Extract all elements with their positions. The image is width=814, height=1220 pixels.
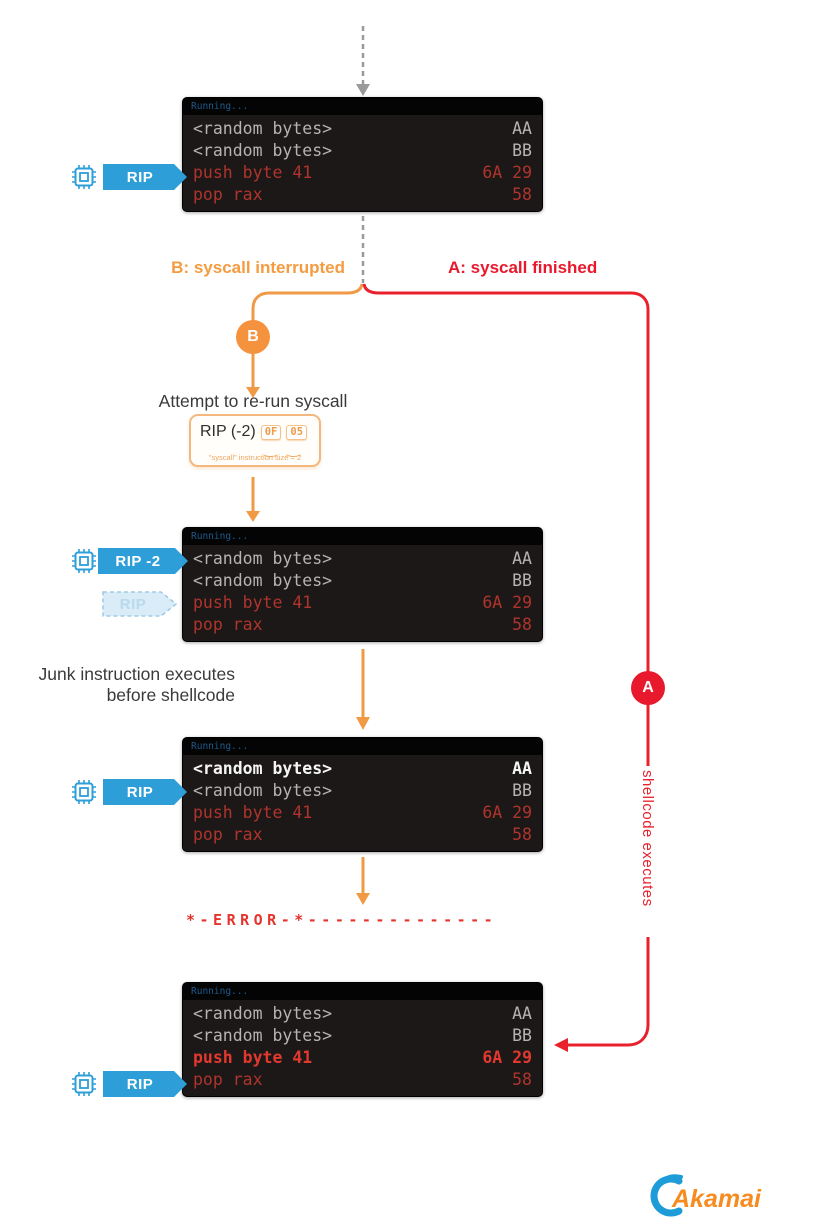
code-line: <random bytes>BB xyxy=(193,141,532,160)
cpu-icon xyxy=(72,549,96,573)
code-line: <random bytes>AA xyxy=(193,119,532,138)
cpu-icon xyxy=(72,780,96,804)
rip-box-caption: "syscall" instruction size = 2 xyxy=(208,453,302,462)
badge-b: B xyxy=(236,320,270,354)
logo-wave xyxy=(659,1174,683,1186)
byte-underline-arc xyxy=(261,447,280,457)
akamai-logo: Akamai xyxy=(650,1174,762,1217)
syscall-byte-05: 05 xyxy=(286,424,308,440)
terminal-1-titlebar: Running... xyxy=(183,98,542,115)
shellcode-executes-label: shellcode executes xyxy=(639,770,656,907)
terminal-4: Running... <random bytes>AA <random byte… xyxy=(182,982,543,1097)
rip-box-label: RIP (-2) xyxy=(200,423,256,440)
rip-ghost-tag: RIP xyxy=(102,591,178,617)
code-line: <random bytes>AA xyxy=(193,759,532,778)
terminal-3-body: <random bytes>AA <random bytes>BB push b… xyxy=(183,755,542,846)
terminal-1: Running... <random bytes>AA <random byte… xyxy=(182,97,543,212)
terminal-2: Running... <random bytes>AA <random byte… xyxy=(182,527,543,642)
code-line: <random bytes>AA xyxy=(193,549,532,568)
cpu-icon xyxy=(72,165,96,189)
terminal-2-titlebar: Running... xyxy=(183,528,542,545)
code-line: <random bytes>BB xyxy=(193,571,532,590)
code-line: <random bytes>BB xyxy=(193,1026,532,1045)
rip-minus-2-tag: RIP -2 xyxy=(98,548,188,574)
terminal-4-titlebar: Running... xyxy=(183,983,542,1000)
code-line: <random bytes>AA xyxy=(193,1004,532,1023)
terminal-1-body: <random bytes>AA <random bytes>BB push b… xyxy=(183,115,542,206)
terminal-3: Running... <random bytes>AA <random byte… xyxy=(182,737,543,852)
code-line: <random bytes>BB xyxy=(193,781,532,800)
rip-tag-3: RIP xyxy=(103,779,187,805)
syscall-byte-0f: 0F xyxy=(260,424,282,440)
error-label: *-ERROR-*-------------- xyxy=(186,911,498,929)
branch-a-label: A: syscall finished xyxy=(448,258,598,277)
logo-text: Akamai xyxy=(671,1185,762,1213)
branch-a-path xyxy=(362,283,650,1052)
attempt-rerun-label: Attempt to re-run syscall xyxy=(158,391,348,411)
badge-a: A xyxy=(631,671,665,705)
rip-tag-1: RIP xyxy=(103,164,187,190)
byte-underline-arc xyxy=(284,447,303,457)
junk-instruction-label: Junk instruction executes before shellco… xyxy=(38,664,236,705)
terminal-2-body: <random bytes>AA <random bytes>BB push b… xyxy=(183,545,542,636)
terminal-4-body: <random bytes>AA <random bytes>BB push b… xyxy=(183,1000,542,1091)
terminal-3-titlebar: Running... xyxy=(183,738,542,755)
branch-b-label: B: syscall interrupted xyxy=(171,258,345,277)
rip-tag-4: RIP xyxy=(103,1071,187,1097)
rip-minus-2-box: RIP (-2) 0F 05 "syscall" instruction siz… xyxy=(189,414,321,467)
ghost-tag-shape xyxy=(102,591,178,617)
cpu-icon xyxy=(72,1072,96,1096)
